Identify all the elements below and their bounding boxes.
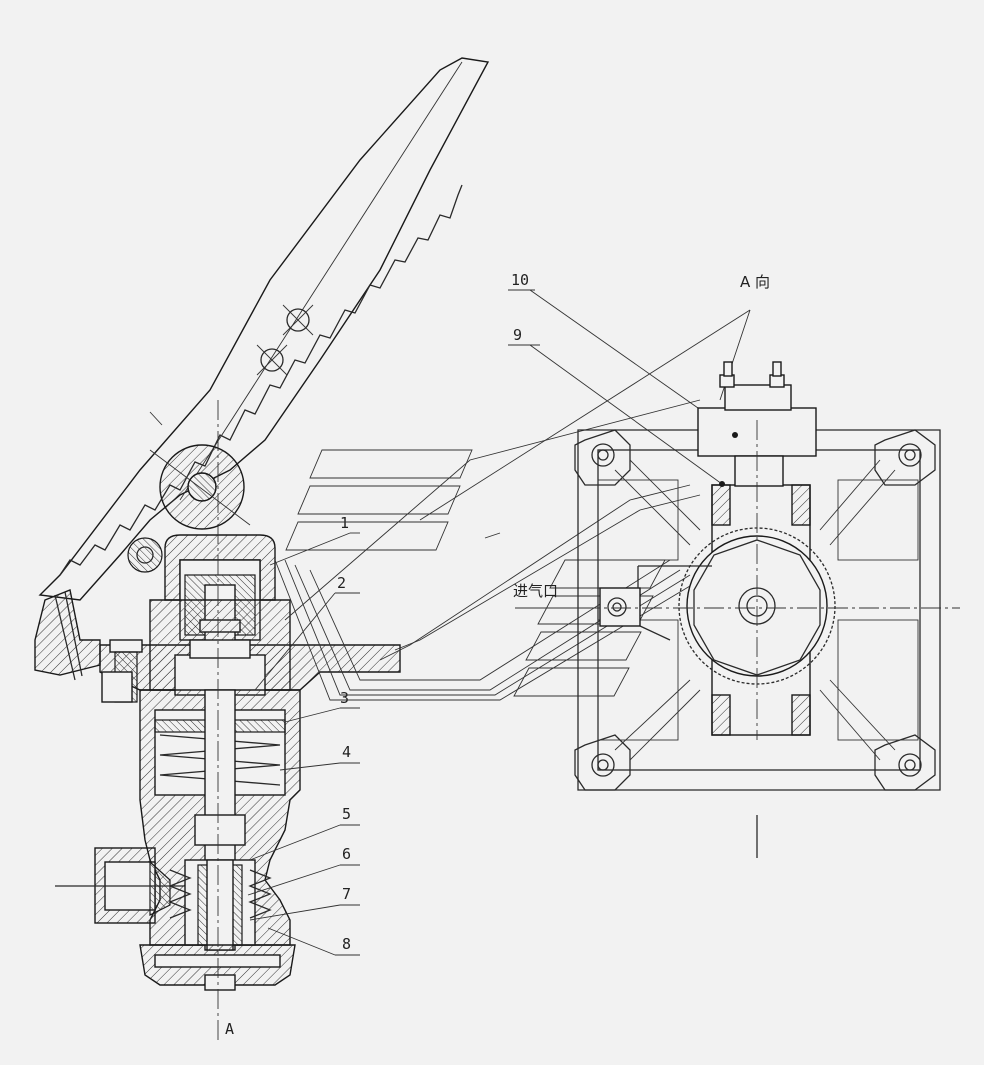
pedal-arm — [38, 57, 490, 601]
exhaust-cover — [139, 944, 296, 991]
pivot-pin — [127, 537, 163, 573]
part-number-7: 7 — [342, 885, 351, 903]
section-mark-label: A — [225, 1020, 234, 1038]
view-title-label: A 向 — [740, 273, 770, 291]
view-a: 进气口 — [513, 361, 960, 858]
roller — [149, 444, 251, 530]
part-number-6: 6 — [342, 845, 351, 863]
part-number-8: 8 — [342, 935, 351, 953]
inlet-port — [55, 847, 185, 924]
section-view: A — [34, 57, 490, 1040]
side-inlet — [599, 565, 712, 641]
part-number-4: 4 — [342, 743, 351, 761]
part-number-1: 1 — [340, 514, 349, 532]
part-callouts: 1 2 3 4 5 6 7 8 9 10 — [247, 271, 736, 956]
part-number-5: 5 — [342, 805, 351, 823]
top-fitting — [697, 361, 817, 487]
view-arrow: A 向 — [419, 273, 770, 521]
base-plate-outline — [577, 429, 941, 791]
part-number-10: 10 — [511, 271, 529, 289]
base-bracket — [34, 589, 101, 681]
part-number-2: 2 — [337, 574, 346, 592]
inlet-label: 进气口 — [513, 582, 558, 600]
main-housing — [139, 689, 301, 951]
part-number-3: 3 — [340, 689, 349, 707]
upper-body — [149, 599, 291, 696]
part-number-9: 9 — [513, 326, 522, 344]
sheet-outlines — [274, 399, 701, 701]
